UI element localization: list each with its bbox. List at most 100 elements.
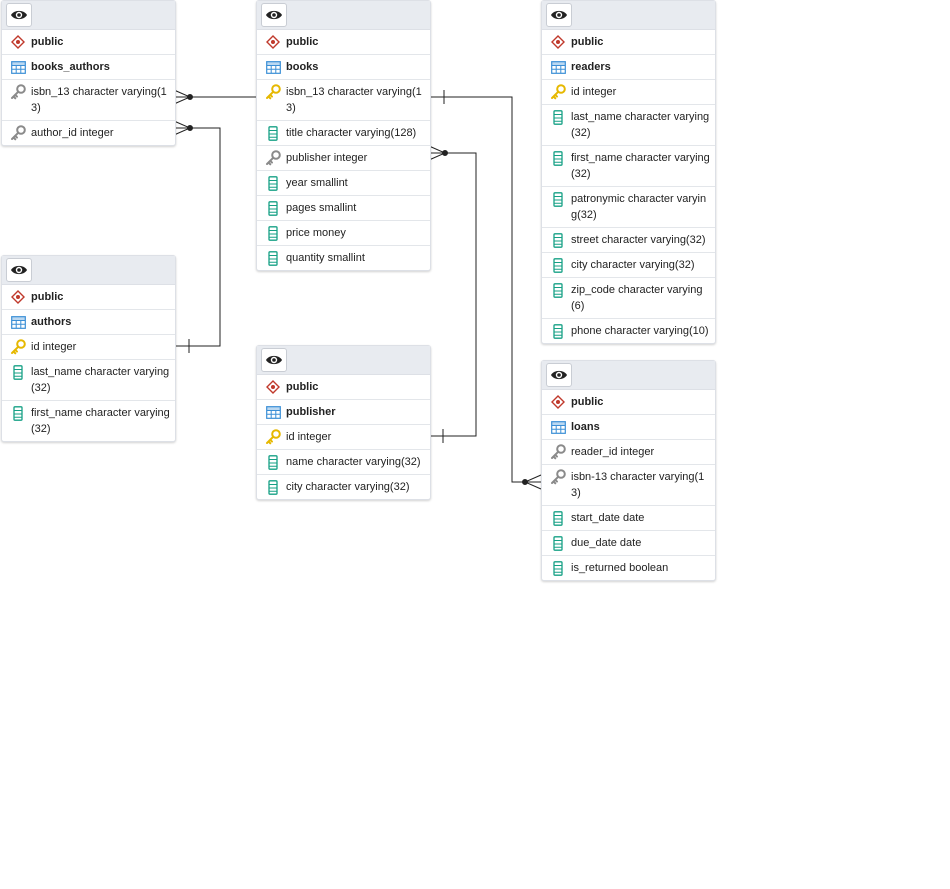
schema-icon bbox=[550, 34, 566, 50]
table-icon bbox=[265, 404, 281, 420]
column-row[interactable]: publisher integer bbox=[257, 146, 430, 171]
schema-name-label: public bbox=[571, 396, 604, 408]
column-row[interactable]: price money bbox=[257, 221, 430, 246]
column-row[interactable]: quantity smallint bbox=[257, 246, 430, 270]
schema-icon bbox=[10, 289, 26, 305]
column-row[interactable]: due_date date bbox=[542, 531, 715, 556]
column-row[interactable]: title character varying(128) bbox=[257, 121, 430, 146]
table-name-label: books bbox=[286, 61, 319, 73]
column-row[interactable]: author_id integer bbox=[2, 121, 175, 145]
table-header bbox=[2, 256, 175, 285]
foreign-key-icon bbox=[550, 444, 566, 460]
primary-key-icon bbox=[550, 84, 566, 100]
foreign-key-icon bbox=[265, 150, 281, 166]
schema-name[interactable]: public bbox=[542, 30, 715, 55]
schema-name-label: public bbox=[286, 381, 319, 393]
column-row[interactable]: last_name character varying(32) bbox=[542, 105, 715, 146]
column-row[interactable]: id integer bbox=[2, 335, 175, 360]
eye-icon[interactable] bbox=[261, 348, 287, 372]
column-row[interactable]: start_date date bbox=[542, 506, 715, 531]
table-books-authors[interactable]: public books_authors isbn_13 character var… bbox=[1, 0, 176, 146]
column-row-label: author_id integer bbox=[31, 127, 114, 139]
column-row[interactable]: pages smallint bbox=[257, 196, 430, 221]
column-row[interactable]: phone character varying(10) bbox=[542, 319, 715, 343]
table-name[interactable]: books_authors bbox=[2, 55, 175, 80]
column-row-label: pages smallint bbox=[286, 202, 357, 214]
column-row[interactable]: city character varying(32) bbox=[257, 475, 430, 499]
column-row-label: id integer bbox=[286, 431, 332, 443]
column-icon bbox=[265, 200, 281, 216]
column-row[interactable]: zip_code character varying(6) bbox=[542, 278, 715, 319]
column-row[interactable]: street character varying(32) bbox=[542, 228, 715, 253]
eye-icon[interactable] bbox=[546, 363, 572, 387]
column-row[interactable]: id integer bbox=[542, 80, 715, 105]
eye-icon[interactable] bbox=[546, 3, 572, 27]
column-icon bbox=[550, 560, 566, 576]
column-icon bbox=[550, 109, 566, 125]
column-row[interactable]: first_name character varying(32) bbox=[2, 401, 175, 441]
table-icon bbox=[265, 59, 281, 75]
column-row-label: publisher integer bbox=[286, 152, 368, 164]
column-row[interactable]: first_name character varying(32) bbox=[542, 146, 715, 187]
table-name[interactable]: publisher bbox=[257, 400, 430, 425]
schema-name[interactable]: public bbox=[257, 30, 430, 55]
eye-icon[interactable] bbox=[6, 258, 32, 282]
column-row[interactable]: city character varying(32) bbox=[542, 253, 715, 278]
column-row-label: street character varying(32) bbox=[571, 234, 706, 246]
column-row[interactable]: id integer bbox=[257, 425, 430, 450]
table-name[interactable]: readers bbox=[542, 55, 715, 80]
schema-name-label: public bbox=[31, 36, 64, 48]
column-row[interactable]: name character varying(32) bbox=[257, 450, 430, 475]
relation-books-authors-isbn bbox=[173, 89, 256, 105]
column-row-label: zip_code character varying(6) bbox=[571, 284, 703, 312]
column-row[interactable]: isbn_13 character varying(13) bbox=[2, 80, 175, 121]
column-icon bbox=[550, 510, 566, 526]
schema-name[interactable]: public bbox=[2, 30, 175, 55]
primary-key-icon bbox=[265, 84, 281, 100]
schema-icon bbox=[265, 34, 281, 50]
column-row-label: id integer bbox=[31, 341, 77, 353]
table-header bbox=[542, 361, 715, 390]
column-row-label: patronymic character varying(32) bbox=[571, 193, 707, 221]
eye-icon[interactable] bbox=[261, 3, 287, 27]
column-row-label: last_name character varying(32) bbox=[571, 111, 710, 139]
table-name[interactable]: authors bbox=[2, 310, 175, 335]
column-row[interactable]: year smallint bbox=[257, 171, 430, 196]
column-row[interactable]: isbn-13 character varying(13) bbox=[542, 465, 715, 506]
table-name[interactable]: loans bbox=[542, 415, 715, 440]
column-icon bbox=[550, 257, 566, 273]
foreign-key-icon bbox=[10, 84, 26, 100]
column-row[interactable]: patronymic character varying(32) bbox=[542, 187, 715, 228]
column-row-label: title character varying(128) bbox=[286, 127, 417, 139]
column-icon bbox=[265, 175, 281, 191]
column-row-label: city character varying(32) bbox=[571, 259, 695, 271]
table-name-label: books_authors bbox=[31, 61, 110, 73]
column-row-label: phone character varying(10) bbox=[571, 325, 709, 337]
schema-name[interactable]: public bbox=[2, 285, 175, 310]
foreign-key-icon bbox=[10, 125, 26, 141]
column-row-label: quantity smallint bbox=[286, 252, 365, 264]
column-icon bbox=[550, 535, 566, 551]
column-icon bbox=[550, 232, 566, 248]
column-row[interactable]: isbn_13 character varying(13) bbox=[257, 80, 430, 121]
column-row-label: start_date date bbox=[571, 512, 645, 524]
eye-icon[interactable] bbox=[6, 3, 32, 27]
table-loans[interactable]: public loans reader_id integer isbn-13 char… bbox=[541, 360, 716, 581]
column-row[interactable]: is_returned boolean bbox=[542, 556, 715, 580]
table-authors[interactable]: public authors id integer last_name charact… bbox=[1, 255, 176, 442]
column-row-label: reader_id integer bbox=[571, 446, 655, 458]
table-name[interactable]: books bbox=[257, 55, 430, 80]
column-row-label: isbn-13 character varying(13) bbox=[571, 471, 705, 499]
foreign-key-icon bbox=[550, 469, 566, 485]
table-books[interactable]: public books isbn_13 character varying(13)… bbox=[256, 0, 431, 271]
schema-name[interactable]: public bbox=[542, 390, 715, 415]
column-row[interactable]: reader_id integer bbox=[542, 440, 715, 465]
schema-name[interactable]: public bbox=[257, 375, 430, 400]
table-publisher[interactable]: public publisher id integer name character … bbox=[256, 345, 431, 500]
table-name-label: authors bbox=[31, 316, 72, 328]
column-row[interactable]: last_name character varying(32) bbox=[2, 360, 175, 401]
column-icon bbox=[265, 225, 281, 241]
table-name-label: publisher bbox=[286, 406, 336, 418]
